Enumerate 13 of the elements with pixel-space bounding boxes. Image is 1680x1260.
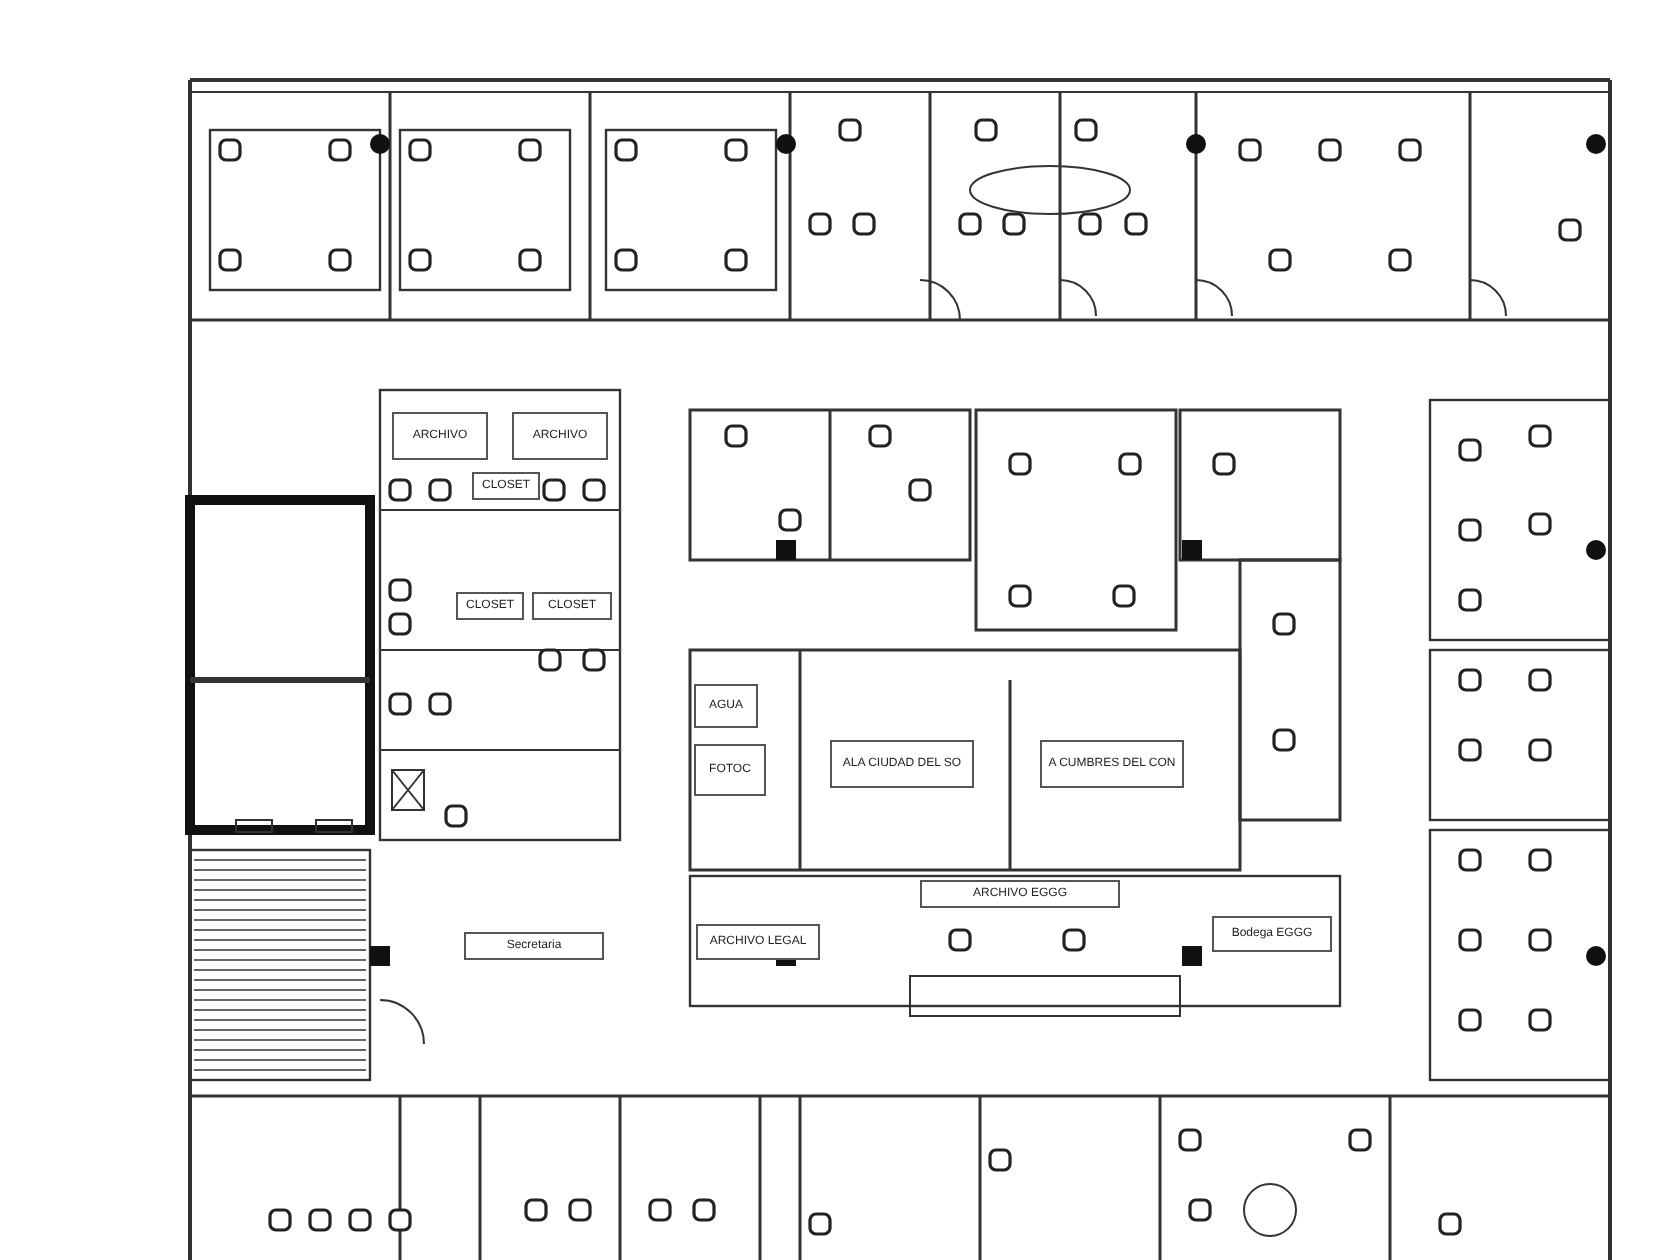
room-label-box xyxy=(532,592,612,620)
room-label-box xyxy=(694,684,758,728)
room-label-box xyxy=(1040,740,1184,788)
room-label-box xyxy=(694,744,766,796)
room-label-box xyxy=(512,412,608,460)
room-label-box xyxy=(472,472,540,500)
room-label-box xyxy=(456,592,524,620)
room-label-box xyxy=(920,880,1120,908)
room-label-box xyxy=(464,932,604,960)
room-label-box xyxy=(696,924,820,960)
room-label-box xyxy=(1212,916,1332,952)
room-label-box xyxy=(830,740,974,788)
room-label-box xyxy=(392,412,488,460)
